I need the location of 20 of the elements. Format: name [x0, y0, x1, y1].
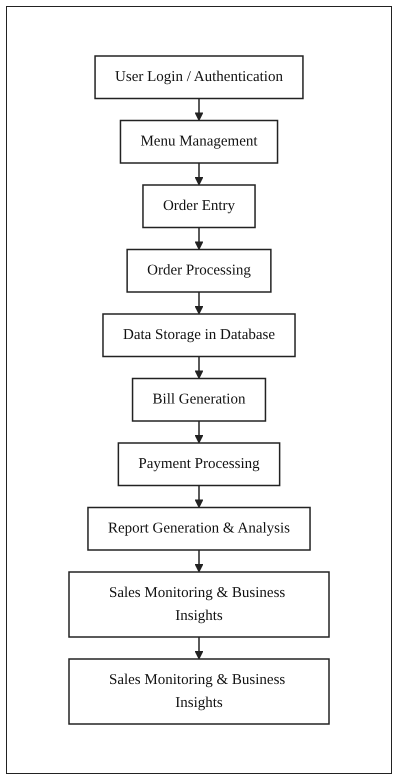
- arrow: [194, 228, 204, 250]
- node-box: [120, 120, 278, 164]
- arrow: [194, 421, 204, 444]
- node-box: [87, 506, 311, 551]
- arrow: [194, 550, 204, 572]
- node-box: [132, 378, 266, 422]
- arrow: [194, 163, 204, 186]
- arrow: [194, 292, 204, 314]
- node-box: [68, 571, 330, 638]
- arrow: [194, 486, 204, 508]
- arrow: [194, 98, 204, 121]
- arrow: [194, 637, 204, 660]
- node-box: [118, 442, 280, 486]
- node-box: [102, 313, 296, 358]
- diagram-frame: User Login / Authentication Menu Management Order Entry Order Processing Data Storage in Database Bill Generation Payment Processing Report Generation & Analysis Sales Monitoring & Business Insights Sales Monitoring & Business Insights: [6, 6, 392, 774]
- arrow: [194, 356, 204, 379]
- node-box: [94, 55, 304, 100]
- node-box: [126, 248, 272, 293]
- node-box: [142, 184, 256, 228]
- node-box: [68, 658, 330, 725]
